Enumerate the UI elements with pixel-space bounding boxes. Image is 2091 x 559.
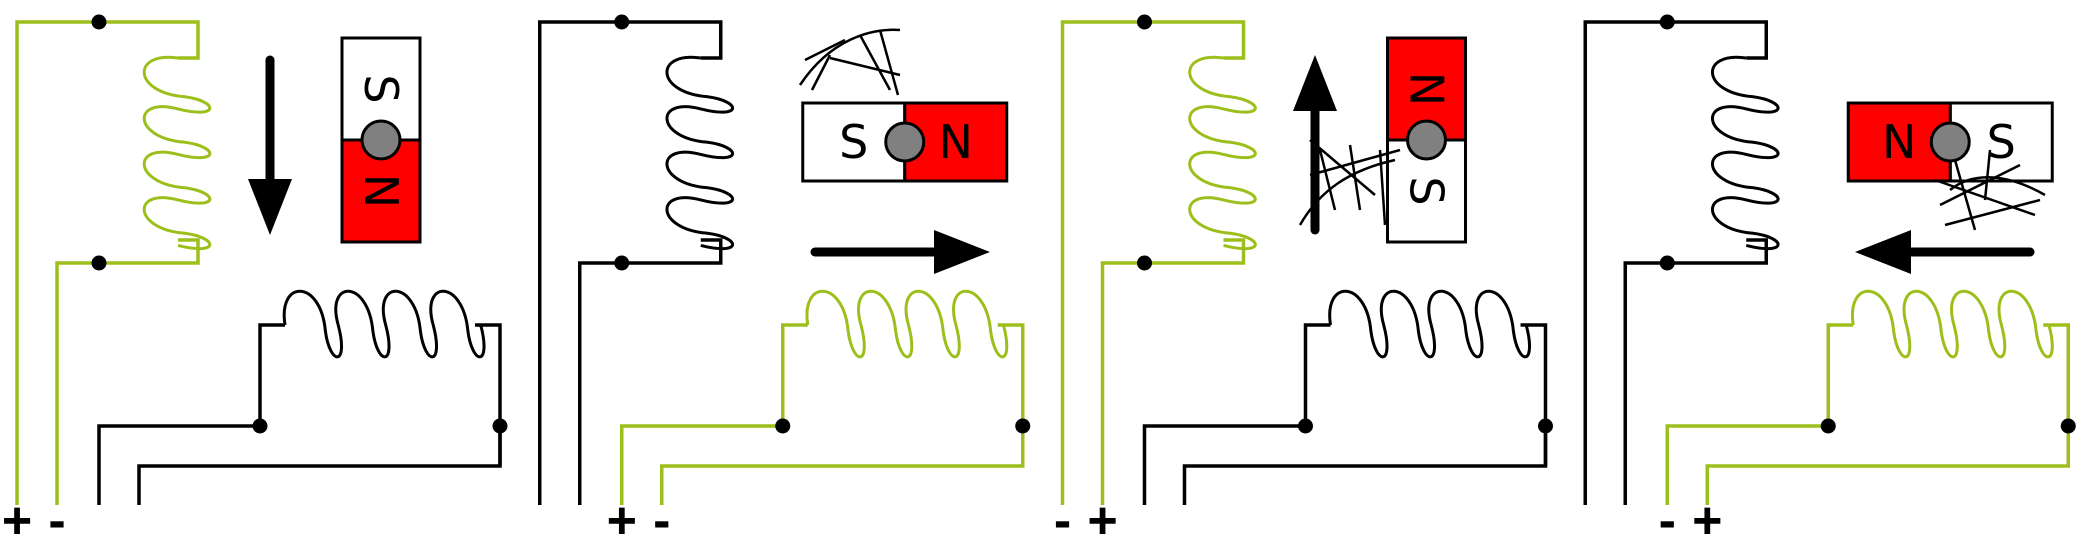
horizontal-lead-left [97, 323, 285, 505]
magnet-label-north: N [1400, 72, 1454, 106]
vertical-lead-plus [1583, 20, 1768, 505]
pivot-icon [1406, 119, 1447, 161]
horizontal-coil-terminal-right [1538, 418, 1553, 434]
terminal-label-horizontal-b: - [653, 492, 670, 550]
vertical-lead-minus [55, 238, 200, 505]
vertical-coil-circuit [538, 20, 735, 505]
horizontal-coil-terminal-left [1298, 418, 1313, 434]
horizontal-coil-terminal-right [2060, 418, 2076, 434]
motion-arrow-icon [810, 230, 990, 274]
pivot-icon [1929, 121, 1971, 163]
vertical-coil-terminal-top [1137, 14, 1152, 30]
pivot-icon [884, 121, 926, 163]
magnet-label-south: S [839, 115, 868, 169]
magnet-label-north: N [354, 174, 408, 208]
vertical-coil-icon [1711, 55, 1780, 251]
vertical-lead-plus [1060, 20, 1246, 505]
horizontal-lead-left [1665, 323, 1854, 505]
motion-trail-icon [798, 28, 901, 96]
motion-arrow-icon [1293, 55, 1337, 235]
motion-arrow-icon [248, 55, 292, 235]
panel-1: NS+- [2, 14, 508, 550]
horizontal-coil-icon [282, 289, 486, 359]
vertical-coil-circuit [1583, 20, 1780, 505]
horizontal-coil-terminal-left [775, 418, 791, 434]
magnet-label-north: N [1882, 115, 1916, 169]
horizontal-coil-terminal-left [1820, 418, 1836, 434]
pivot-icon [360, 119, 402, 161]
terminal-label-vertical-a: + [2, 492, 32, 550]
horizontal-coil-circuit [1665, 289, 2070, 505]
vertical-coil-icon [665, 55, 735, 251]
magnet-label-south: S [354, 74, 408, 103]
vertical-coil-circuit [15, 20, 212, 505]
horizontal-coil-terminal-left [252, 418, 268, 434]
horizontal-coil-terminal-right [1015, 418, 1031, 434]
horizontal-lead-right [660, 323, 1025, 505]
vertical-coil-terminal-bottom [91, 255, 107, 271]
horizontal-lead-right [137, 323, 502, 505]
motion-arrow-icon [1855, 230, 2035, 274]
terminal-label-vertical-a: - [1054, 492, 1071, 550]
magnet-label-north: N [939, 115, 973, 169]
horizontal-coil-icon [805, 289, 1009, 359]
vertical-coil-circuit [1060, 20, 1257, 505]
vertical-lead-minus [1623, 238, 1768, 505]
terminal-label-horizontal-b: + [1692, 492, 1722, 550]
panel-3: NS-+ [1054, 14, 1553, 550]
horizontal-coil-icon [1850, 289, 2054, 359]
terminal-label-horizontal-a: - [1659, 492, 1676, 550]
vertical-coil-terminal-bottom [614, 255, 630, 271]
horizontal-coil-terminal-right [492, 418, 508, 434]
horizontal-lead-left [1142, 323, 1331, 505]
horizontal-coil-circuit [620, 289, 1025, 505]
vertical-coil-terminal-bottom [1137, 255, 1152, 271]
vertical-lead-plus [15, 20, 200, 505]
motion-trail-icon [1298, 139, 1401, 226]
bar-magnet: NS [1386, 36, 1467, 244]
vertical-coil-terminal-top [91, 14, 107, 30]
terminal-label-horizontal-a: + [607, 492, 637, 550]
north-pole [1846, 101, 1952, 183]
horizontal-lead-right [1182, 323, 1548, 505]
magnet-label-south: S [1987, 115, 2016, 169]
motion-trail-icon [1934, 149, 2046, 231]
vertical-lead-minus [1100, 238, 1246, 505]
vertical-coil-terminal-top [1659, 14, 1675, 30]
horizontal-coil-circuit [97, 289, 502, 505]
vertical-coil-icon [142, 55, 212, 251]
terminal-label-vertical-b: + [1087, 492, 1117, 550]
horizontal-lead-right [1705, 323, 2070, 505]
panel-2: NS+- [538, 14, 1031, 550]
horizontal-coil-circuit [1142, 289, 1548, 505]
vertical-coil-icon [1188, 55, 1257, 251]
bar-magnet: NS [801, 101, 1009, 183]
vertical-lead-plus [538, 20, 723, 505]
terminal-label-vertical-b: - [48, 492, 65, 550]
vertical-coil-terminal-top [614, 14, 630, 30]
bar-magnet: NS [340, 36, 422, 244]
horizontal-lead-left [620, 323, 808, 505]
vertical-coil-terminal-bottom [1659, 255, 1675, 271]
horizontal-coil-icon [1328, 289, 1532, 359]
vertical-lead-minus [578, 238, 723, 505]
magnet-label-south: S [1400, 176, 1454, 205]
